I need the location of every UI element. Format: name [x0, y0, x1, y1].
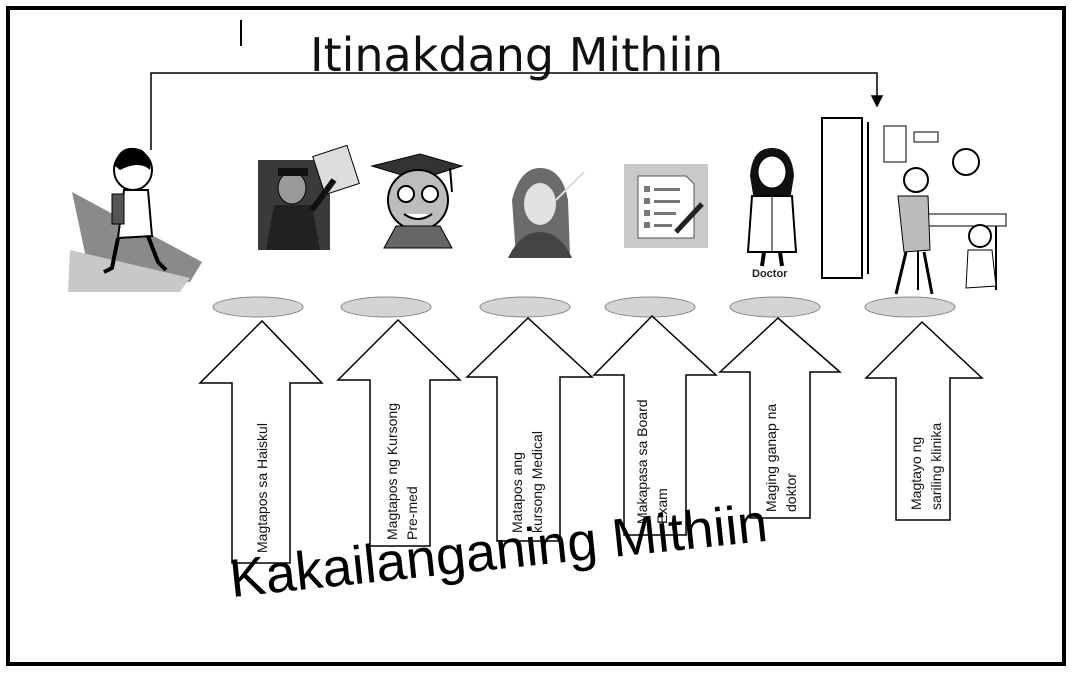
walking-student-icon: [68, 147, 202, 292]
stage-label-doktor: Maging ganap na doktor: [763, 403, 799, 512]
graduate-cap-icon: [370, 153, 464, 249]
stage-oval: [340, 296, 432, 318]
stage-arrow: [718, 316, 843, 519]
stage-oval: [729, 296, 821, 318]
stage-label-haiskul: Magtapos sa Haiskul: [254, 423, 270, 553]
stage-arrow: [198, 319, 324, 564]
stage-oval: [212, 296, 304, 318]
stage-oval: [604, 296, 696, 318]
exam-checklist-icon: [624, 164, 708, 248]
stage-arrow: [465, 316, 594, 542]
stage-ovals: [212, 296, 956, 318]
goal-connector: [150, 72, 884, 150]
doctor-icon: [746, 148, 798, 267]
stage-arrow: [864, 320, 984, 521]
stage-label-premed: Magtapos ng Kursong Pre-med: [384, 403, 420, 540]
stage-label-klinika: Magtayo ng sariling klinika: [908, 422, 944, 510]
stage-arrow: [336, 318, 462, 547]
stage-oval: [864, 296, 956, 318]
clinic-scene-icon: [821, 117, 1007, 295]
stage-oval: [479, 296, 571, 318]
stage-arrow: [592, 314, 718, 536]
doctor-caption: Doctor: [752, 268, 788, 280]
graduate-cheering-icon: [258, 144, 360, 250]
stage-arrows: [198, 314, 984, 564]
stray-mark: [240, 20, 242, 46]
young-woman-icon: [508, 168, 585, 258]
